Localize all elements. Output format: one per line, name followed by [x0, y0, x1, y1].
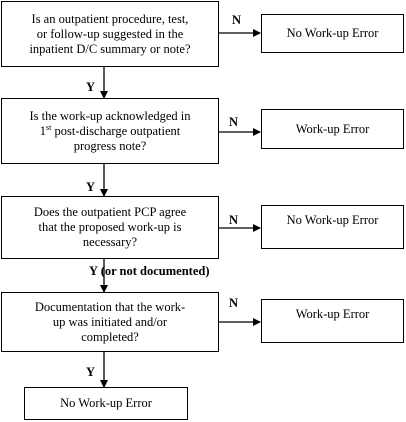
decision-box-4: Documentation that the work- up was init… — [1, 292, 219, 352]
decision-4-line-3: completed? — [81, 329, 139, 344]
decision-box-3: Does the outpatient PCP agree that the p… — [1, 196, 219, 259]
decision-2-line-2: 1st post-discharge outpatient — [39, 122, 181, 138]
decision-3-line-3: necessary? — [82, 235, 138, 249]
edge-label-y1: Y — [86, 80, 96, 94]
outcome-5-text: No Work-up Error — [60, 396, 152, 410]
outcome-box-4: Work-up Error — [261, 299, 404, 343]
decision-1-line-2: or follow-up suggested in the — [36, 26, 184, 41]
outcome-box-3: No Work-up Error — [261, 205, 404, 249]
decision-1-line-3: inpatient D/C summary or note? — [29, 41, 191, 56]
decision-box-2: Is the work-up acknowledged in 1st post-… — [1, 98, 219, 164]
edge-label-n4: N — [229, 296, 239, 310]
decision-3-line-1: Does the outpatient PCP agree — [33, 205, 187, 219]
outcome-1-text: No Work-up Error — [286, 26, 379, 40]
decision-box-1: Is an outpatient procedure, test, or fol… — [1, 1, 219, 67]
edge-label-n1: N — [232, 13, 242, 27]
outcome-box-2: Work-up Error — [261, 109, 404, 149]
decision-2-line-1: Is the work-up acknowledged in — [29, 108, 191, 123]
decision-3-line-2: that the proposed work-up is — [38, 220, 182, 234]
outcome-3-text: No Work-up Error — [286, 213, 379, 227]
edge-label-n3: N — [229, 213, 239, 227]
edge-label-y3: Y (or not documented) — [89, 264, 210, 278]
outcome-2-text: Work-up Error — [295, 121, 370, 136]
decision-4-line-1: Documentation that the work- — [34, 299, 186, 314]
edge-label-y4: Y — [86, 365, 96, 379]
decision-4-line-2: up was initiated and/or — [52, 314, 168, 329]
decision-2-line-3: progress note? — [73, 138, 147, 153]
outcome-4-text: Work-up Error — [295, 307, 370, 321]
outcome-box-5: No Work-up Error — [24, 387, 188, 420]
outcome-box-1: No Work-up Error — [261, 14, 404, 53]
edge-label-n2: N — [229, 115, 239, 129]
decision-1-line-1: Is an outpatient procedure, test, — [31, 11, 189, 26]
edge-label-y2: Y — [86, 180, 96, 194]
